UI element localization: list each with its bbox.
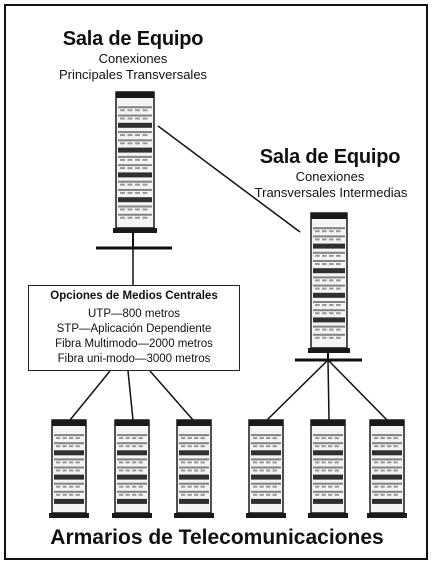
mid-room-line1: Conexiones (295, 169, 365, 184)
media-option-singlemode-fiber: Fibra uni-modo—3000 metros (57, 353, 211, 365)
mid-room-title: Sala de Equipo (259, 146, 401, 168)
closet-rack-3 (174, 419, 214, 518)
media-option-stp: STP—Aplicación Dependiente (56, 323, 212, 335)
top-room-title: Sala de Equipo (62, 28, 204, 50)
telecom-closets-label: Armarios de Telecomunicaciones (50, 526, 384, 549)
closet-rack-5 (308, 419, 348, 518)
closet-rack-1 (49, 419, 89, 518)
media-options-title: Opciones de Medios Centrales (50, 290, 218, 302)
media-options-box: Opciones de Medios Centrales UTP—800 met… (28, 285, 240, 371)
top-room-rack (113, 91, 157, 233)
media-option-utp: UTP—800 metros (87, 308, 181, 320)
diagram-frame (4, 4, 428, 560)
closet-rack-2 (112, 419, 152, 518)
top-room-line2: Principales Transversales (58, 67, 208, 82)
closet-rack-6 (367, 419, 407, 518)
mid-room-rack (308, 212, 350, 353)
closet-rack-4 (246, 419, 286, 518)
top-room-line1: Conexiones (98, 51, 168, 66)
media-option-multimode-fiber: Fibra Multimodo—2000 metros (55, 338, 213, 350)
mid-room-line2: Transversales Intermedias (254, 185, 408, 200)
